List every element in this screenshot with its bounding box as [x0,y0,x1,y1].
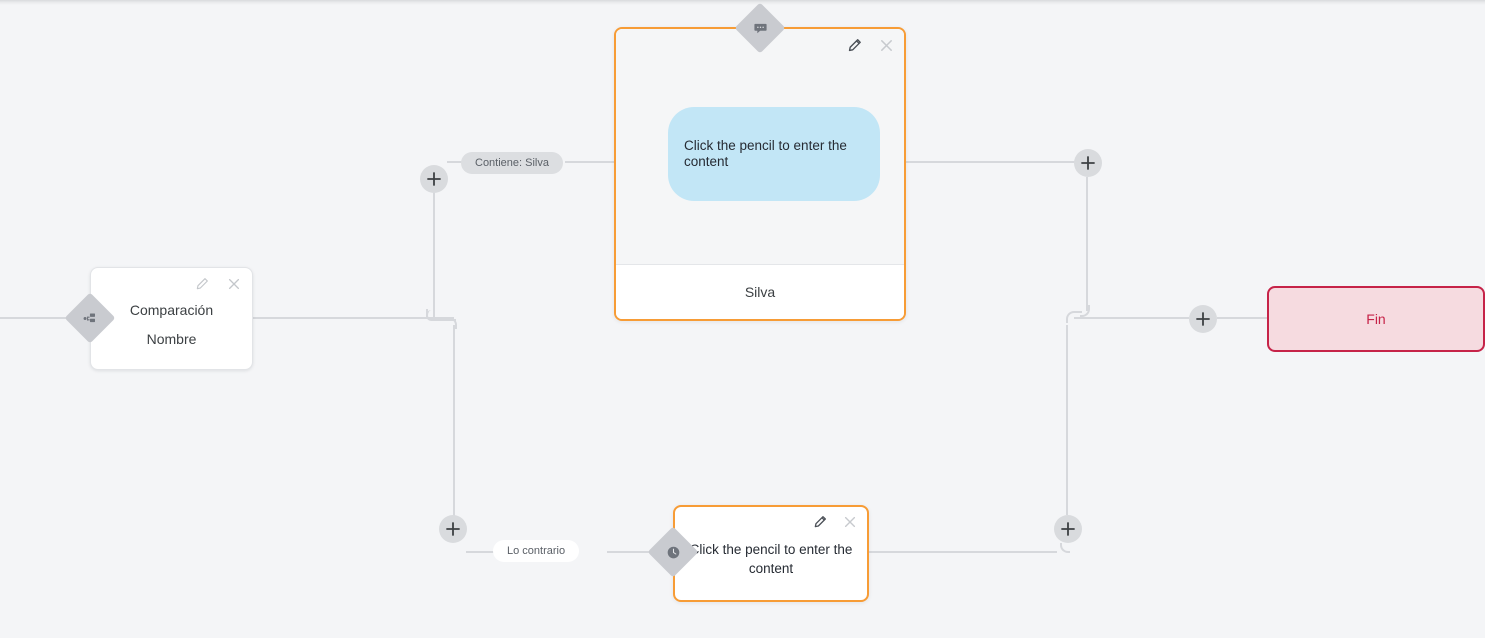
comparison-node-body: Comparación Nombre [91,296,252,354]
add-node-button-top-right[interactable] [1074,149,1102,177]
add-node-button-bottom-left[interactable] [439,515,467,543]
plus-icon [1195,311,1211,327]
edge-end-plus-to-node [1217,317,1267,319]
chat-icon [750,18,770,38]
plus-icon [426,171,442,187]
message-node-otherwise-text: Click the pencil to enter the content [689,542,853,577]
edge-top-node-to-plus [906,161,1076,163]
plus-icon [445,521,461,537]
edge-top-right-corner [1080,305,1090,317]
edge-split-up-bend [426,310,456,321]
edge-split-up-vertical [433,179,435,317]
edge-bottom-node-to-plus [869,551,1057,553]
edge-top-plus-to-label [447,161,471,163]
edge-label-contiene[interactable]: Contiene: Silva [461,152,563,174]
edge-bottom-label-to-node [607,551,660,553]
plus-icon [1060,521,1076,537]
add-node-button-top-left[interactable] [420,165,448,193]
close-icon [843,515,857,529]
message-node-otherwise-tools [812,514,858,530]
plus-icon [1080,155,1096,171]
close-icon [879,38,894,53]
edge-bottom-right-corner-bottom [1060,543,1070,553]
comparison-node-tools [194,276,242,292]
message-node-silva-tools [846,37,894,53]
edge-top-right-vertical [1086,177,1088,311]
edge-split-down-bend [446,317,457,329]
end-node[interactable]: Fin [1267,286,1485,352]
message-bubble-text: Click the pencil to enter the content [684,138,847,169]
edge-bottom-right-corner-top [1066,311,1082,323]
edit-comparison-button[interactable] [194,276,210,292]
comparison-node-subtitle: Nombre [146,331,197,347]
message-node-silva-footer: Silva [616,264,904,319]
clock-icon [663,542,683,562]
branch-icon [80,308,100,328]
comparison-node-title: Comparación [129,302,214,318]
pencil-icon [813,515,827,529]
delete-message-otherwise-button[interactable] [842,514,858,530]
edge-label-text: Contiene: Silva [475,157,549,169]
edit-message-otherwise-button[interactable] [812,514,828,530]
add-node-button-end[interactable] [1189,305,1217,333]
message-node-otherwise[interactable]: Click the pencil to enter the content [673,505,869,602]
edge-bottom-plus-to-label [466,551,496,553]
close-icon [227,277,241,291]
message-node-silva[interactable]: Click the pencil to enter the content Si… [614,27,906,321]
pencil-icon [195,277,209,291]
edge-comparison-out [253,317,454,319]
edge-label-text: Lo contrario [507,545,566,557]
add-node-button-bottom-right[interactable] [1054,515,1082,543]
comparison-node-badge [64,292,116,344]
edge-split-down-vertical [453,325,455,529]
pencil-icon [847,38,862,53]
end-node-label: Fin [1366,311,1386,327]
message-node-silva-footer-label: Silva [744,284,776,300]
edge-merge-to-end [1074,317,1189,319]
edge-bottom-right-vertical [1066,325,1068,515]
comparison-node[interactable]: Comparación Nombre [90,267,253,370]
message-node-silva-badge [734,2,786,54]
edge-top-label-to-node [565,161,615,163]
toolbar-edge-strip [0,0,1485,5]
message-bubble[interactable]: Click the pencil to enter the content [668,107,880,201]
edge-label-lo-contrario[interactable]: Lo contrario [493,540,580,562]
message-node-otherwise-badge [647,526,699,578]
delete-message-silva-button[interactable] [878,37,894,53]
delete-comparison-button[interactable] [226,276,242,292]
edge-canvas-to-comparison [0,317,74,319]
edit-message-silva-button[interactable] [846,37,862,53]
